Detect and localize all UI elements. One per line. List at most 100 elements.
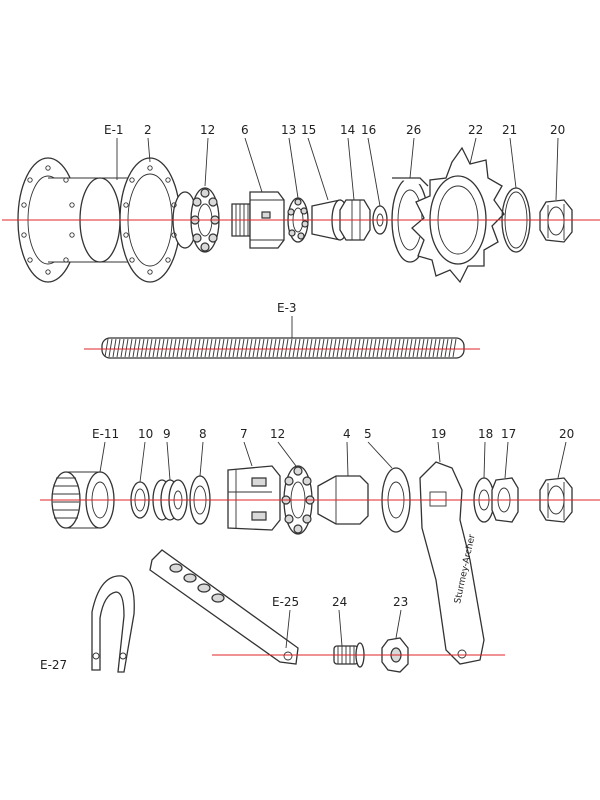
label-9: 9	[163, 427, 171, 441]
axle-thread-line	[384, 338, 389, 358]
label-12-lower: 12	[270, 427, 285, 441]
leader-lines	[99, 137, 567, 649]
axle-thread-line	[444, 338, 449, 358]
axle-thread-line	[128, 338, 133, 358]
axle-thread-line	[312, 338, 317, 358]
part-19-torque-arm: Sturmey-Archer	[419, 461, 485, 665]
axle-thread-line	[248, 338, 253, 358]
axle-thread-line	[240, 338, 245, 358]
axle-thread-line	[140, 338, 145, 358]
part-labels: E-1 2 12 6 13 15 14 16 26 22 21 20 E-3 E…	[40, 123, 574, 672]
part-e11-ball-ring	[51, 471, 115, 529]
label-6: 6	[241, 123, 249, 137]
axle-thread-line	[412, 338, 417, 358]
axle-thread-line	[268, 338, 273, 358]
label-e11: E-11	[92, 427, 119, 441]
axle-thread-line	[204, 338, 209, 358]
axle-thread-line	[184, 338, 189, 358]
axle-thread-line	[192, 338, 197, 358]
axle-thread-line	[332, 338, 337, 358]
part-7-planet-cage	[227, 465, 281, 531]
axle-thread-line	[292, 338, 297, 358]
axle-thread-line	[316, 338, 321, 358]
label-17: 17	[501, 427, 516, 441]
axle-thread-line	[376, 338, 381, 358]
axle-thread-line	[280, 338, 285, 358]
axle-thread-line	[176, 338, 181, 358]
label-e3: E-3	[277, 301, 297, 315]
axle-thread-line	[308, 338, 313, 358]
label-20-upper: 20	[550, 123, 565, 137]
axle-thread-line	[416, 338, 421, 358]
label-10: 10	[138, 427, 153, 441]
axle-thread-line	[352, 338, 357, 358]
label-e1: E-1	[104, 123, 124, 137]
axle-thread-line	[236, 338, 241, 358]
axle-thread-line	[272, 338, 277, 358]
axle-thread-line	[256, 338, 261, 358]
label-e27: E-27	[40, 658, 67, 672]
axle-thread-line	[452, 338, 457, 358]
part-e25-bracket	[149, 549, 299, 665]
axle-thread-line	[220, 338, 225, 358]
axle-thread-line	[296, 338, 301, 358]
axle-thread-line	[148, 338, 153, 358]
axle-thread-line	[344, 338, 349, 358]
axle-thread-line	[208, 338, 213, 358]
axle-thread-line	[132, 338, 137, 358]
axle-thread-line	[156, 338, 161, 358]
label-12-upper: 12	[200, 123, 215, 137]
axle-thread-line	[120, 338, 125, 358]
part-20-axle-nut	[539, 199, 573, 243]
axle-thread-line	[300, 338, 305, 358]
axle-thread-line	[392, 338, 397, 358]
label-23: 23	[393, 595, 408, 609]
axle-thread-line	[360, 338, 365, 358]
axle-thread-line	[336, 338, 341, 358]
axle-thread-line	[180, 338, 185, 358]
axle-thread-line	[304, 338, 309, 358]
axle-thread-line	[136, 338, 141, 358]
axle-thread-line	[168, 338, 173, 358]
axle-thread-line	[372, 338, 377, 358]
axle-thread-line	[348, 338, 353, 358]
axle-thread-line	[200, 338, 205, 358]
axle-thread-line	[368, 338, 373, 358]
axle-thread-line	[420, 338, 425, 358]
axle-thread-line	[228, 338, 233, 358]
axle-thread-line	[264, 338, 269, 358]
label-2: 2	[144, 123, 152, 137]
axle-thread-line	[408, 338, 413, 358]
label-19: 19	[431, 427, 446, 441]
axle-thread-line	[108, 338, 113, 358]
label-13: 13	[281, 123, 296, 137]
axle-thread-line	[388, 338, 393, 358]
axle-thread-line	[436, 338, 441, 358]
part-e27-clip	[91, 575, 135, 673]
axle-thread-line	[400, 338, 405, 358]
axle-thread-line	[276, 338, 281, 358]
row-1-hub-assembly	[2, 146, 600, 284]
part-e3-axle	[101, 337, 465, 359]
axle-thread-line	[124, 338, 129, 358]
row-3-internal-parts: Sturmey-Archer	[40, 461, 600, 665]
label-e25: E-25	[272, 595, 299, 609]
axle-thread-line	[144, 338, 149, 358]
axle-thread-line	[364, 338, 369, 358]
axle-thread-line	[324, 338, 329, 358]
axle-thread-line	[188, 338, 193, 358]
axle-thread-line	[160, 338, 165, 358]
axle-thread-line	[196, 338, 201, 358]
label-4: 4	[343, 427, 351, 441]
label-18: 18	[478, 427, 493, 441]
axle-thread-line	[104, 338, 109, 358]
axle-thread-line	[448, 338, 453, 358]
label-24: 24	[332, 595, 347, 609]
axle-thread-line	[288, 338, 293, 358]
axle-thread-line	[328, 338, 333, 358]
axle-thread-line	[260, 338, 265, 358]
axle-thread-line	[232, 338, 237, 358]
axle-thread-line	[320, 338, 325, 358]
axle-thread-line	[404, 338, 409, 358]
axle-thread-line	[164, 338, 169, 358]
